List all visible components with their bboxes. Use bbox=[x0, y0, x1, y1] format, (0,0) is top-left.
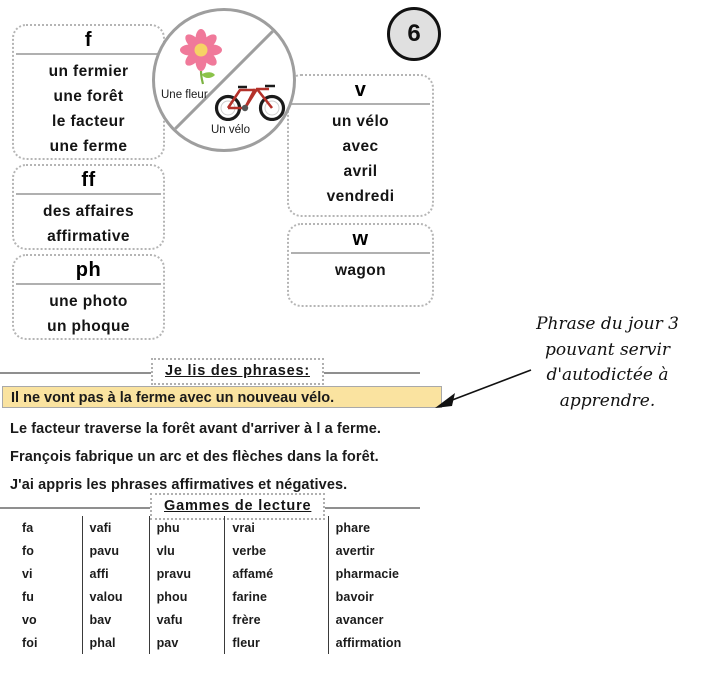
word-item: une photo bbox=[49, 293, 128, 310]
table-cell: phu bbox=[148, 516, 225, 539]
section-header-phrases: Je lis des phrases: bbox=[0, 358, 420, 388]
sentence-text: J'ai appris les phrases affirmatives et … bbox=[10, 477, 348, 493]
word-item: une ferme bbox=[49, 138, 128, 156]
section-title-pill: Je lis des phrases: bbox=[151, 358, 324, 385]
page-number-badge: 6 bbox=[387, 7, 441, 61]
table-row: fo pavu vlu verbe avertir bbox=[0, 539, 420, 562]
sound-box-f-words: un fermier une forêt le facteur une ferm… bbox=[14, 57, 163, 163]
table-cell: affamé bbox=[224, 562, 329, 585]
sound-box-ff-words: des affaires affirmative bbox=[14, 197, 163, 253]
sound-box-w-words: wagon bbox=[289, 256, 432, 287]
sound-box-ff-header: ff bbox=[81, 169, 96, 191]
sound-box-f: f un fermier une forêt le facteur une fe… bbox=[12, 24, 165, 160]
word-item: un fermier bbox=[48, 63, 129, 80]
sound-box-f-header: f bbox=[84, 29, 93, 51]
sentence-text: Il ne vont pas à la ferme avec un nouvea… bbox=[11, 390, 335, 406]
annotation-line: apprendre. bbox=[559, 390, 656, 411]
highlighted-sentence: Il ne vont pas à la ferme avec un nouvea… bbox=[2, 386, 442, 408]
sentence-text: François fabrique un arc et des flèches … bbox=[10, 449, 379, 465]
illustration-label-fleur: Une fleur bbox=[161, 89, 208, 101]
table-row: fu valou phou farine bavoir bbox=[0, 585, 420, 608]
table-cell: avertir bbox=[327, 539, 420, 562]
gammes-de-lecture-table: fa vafi phu vrai phare fo pavu vlu verbe… bbox=[0, 516, 420, 654]
table-cell: pav bbox=[148, 631, 225, 654]
sentence-text: Le facteur traverse la forêt avant d'arr… bbox=[10, 421, 382, 437]
word-item: avril bbox=[343, 163, 378, 181]
sound-box-v: v un vélo avec avril vendredi bbox=[287, 74, 434, 217]
sound-box-v-words: un vélo avec avril vendredi bbox=[289, 107, 432, 213]
word-item: vendredi bbox=[326, 188, 395, 206]
table-cell: vi bbox=[22, 566, 33, 581]
sound-box-ph-header: ph bbox=[75, 259, 102, 281]
word-item: des affaires bbox=[43, 203, 134, 220]
sound-box-w-header: w bbox=[352, 228, 369, 250]
sound-box-v-divider bbox=[291, 103, 430, 105]
table-row: foi phal pav fleur affirmation bbox=[0, 631, 420, 654]
table-cell: foi bbox=[22, 635, 38, 650]
section-header-gammes: Gammes de lecture bbox=[0, 493, 420, 523]
table-cell: bavoir bbox=[327, 585, 420, 608]
table-cell: fleur bbox=[224, 631, 329, 654]
table-cell: fu bbox=[22, 589, 34, 604]
section-title-pill: Gammes de lecture bbox=[150, 493, 326, 520]
table-cell: avancer bbox=[327, 608, 420, 631]
table-cell: vo bbox=[22, 612, 37, 627]
table-cell: phal bbox=[81, 631, 150, 654]
table-cell: fa bbox=[22, 520, 34, 535]
table-cell: fo bbox=[22, 543, 34, 558]
table-cell: bav bbox=[81, 608, 150, 631]
table-cell: verbe bbox=[224, 539, 329, 562]
sound-box-w-divider bbox=[291, 252, 430, 254]
annotation-line: Phrase du jour 3 bbox=[536, 314, 679, 334]
section-title-text: Gammes de lecture bbox=[164, 498, 312, 514]
table-cell: phou bbox=[148, 585, 225, 608]
sound-box-ff-divider bbox=[16, 193, 161, 195]
table-cell: farine bbox=[224, 585, 329, 608]
table-cell: vafi bbox=[81, 516, 150, 539]
flower-icon bbox=[180, 29, 222, 85]
table-cell: valou bbox=[81, 585, 150, 608]
table-cell: frère bbox=[224, 608, 329, 631]
sound-box-ph-divider bbox=[16, 283, 161, 285]
sound-box-ph-words: une photo un phoque bbox=[14, 287, 163, 343]
word-item: un phoque bbox=[47, 318, 130, 336]
table-cell: pavu bbox=[81, 539, 150, 562]
table-row: vi affi pravu affamé pharmacie bbox=[0, 562, 420, 585]
word-item: un vélo bbox=[331, 113, 390, 130]
sound-box-ff: ff des affaires affirmative bbox=[12, 164, 165, 250]
table-cell: affi bbox=[81, 562, 150, 585]
table-cell: vlu bbox=[148, 539, 225, 562]
sound-box-v-header: v bbox=[354, 79, 367, 101]
illustration-label-velo: Un vélo bbox=[211, 124, 250, 136]
word-item: avec bbox=[342, 138, 379, 156]
table-cell: affirmation bbox=[327, 631, 420, 654]
table-cell: pravu bbox=[148, 562, 225, 585]
word-item: wagon bbox=[334, 262, 387, 279]
annotation-line: d'autodictée à bbox=[546, 365, 669, 385]
sound-box-f-divider bbox=[16, 53, 161, 55]
annotation-arrow-icon bbox=[435, 369, 532, 408]
table-cell: vafu bbox=[148, 608, 225, 631]
sound-box-ph: ph une photo un phoque bbox=[12, 254, 165, 340]
handwritten-annotation: Phrase du jour 3 pouvant servir d'autodi… bbox=[505, 312, 710, 414]
bicycle-icon bbox=[214, 84, 286, 121]
table-row: vo bav vafu frère avancer bbox=[0, 608, 420, 631]
table-cell: vrai bbox=[224, 516, 329, 539]
annotation-line: pouvant servir bbox=[544, 339, 671, 360]
table-row: fa vafi phu vrai phare bbox=[0, 516, 420, 539]
word-item: une forêt bbox=[53, 88, 124, 106]
section-title-text: Je lis des phrases: bbox=[165, 363, 310, 379]
table-cell: pharmacie bbox=[327, 562, 420, 585]
word-item: le facteur bbox=[52, 113, 125, 131]
table-cell: phare bbox=[327, 516, 420, 539]
word-item: affirmative bbox=[47, 228, 130, 246]
illustration-circle: Une fleur Un vélo bbox=[152, 8, 296, 152]
sound-box-w: w wagon bbox=[287, 223, 434, 307]
